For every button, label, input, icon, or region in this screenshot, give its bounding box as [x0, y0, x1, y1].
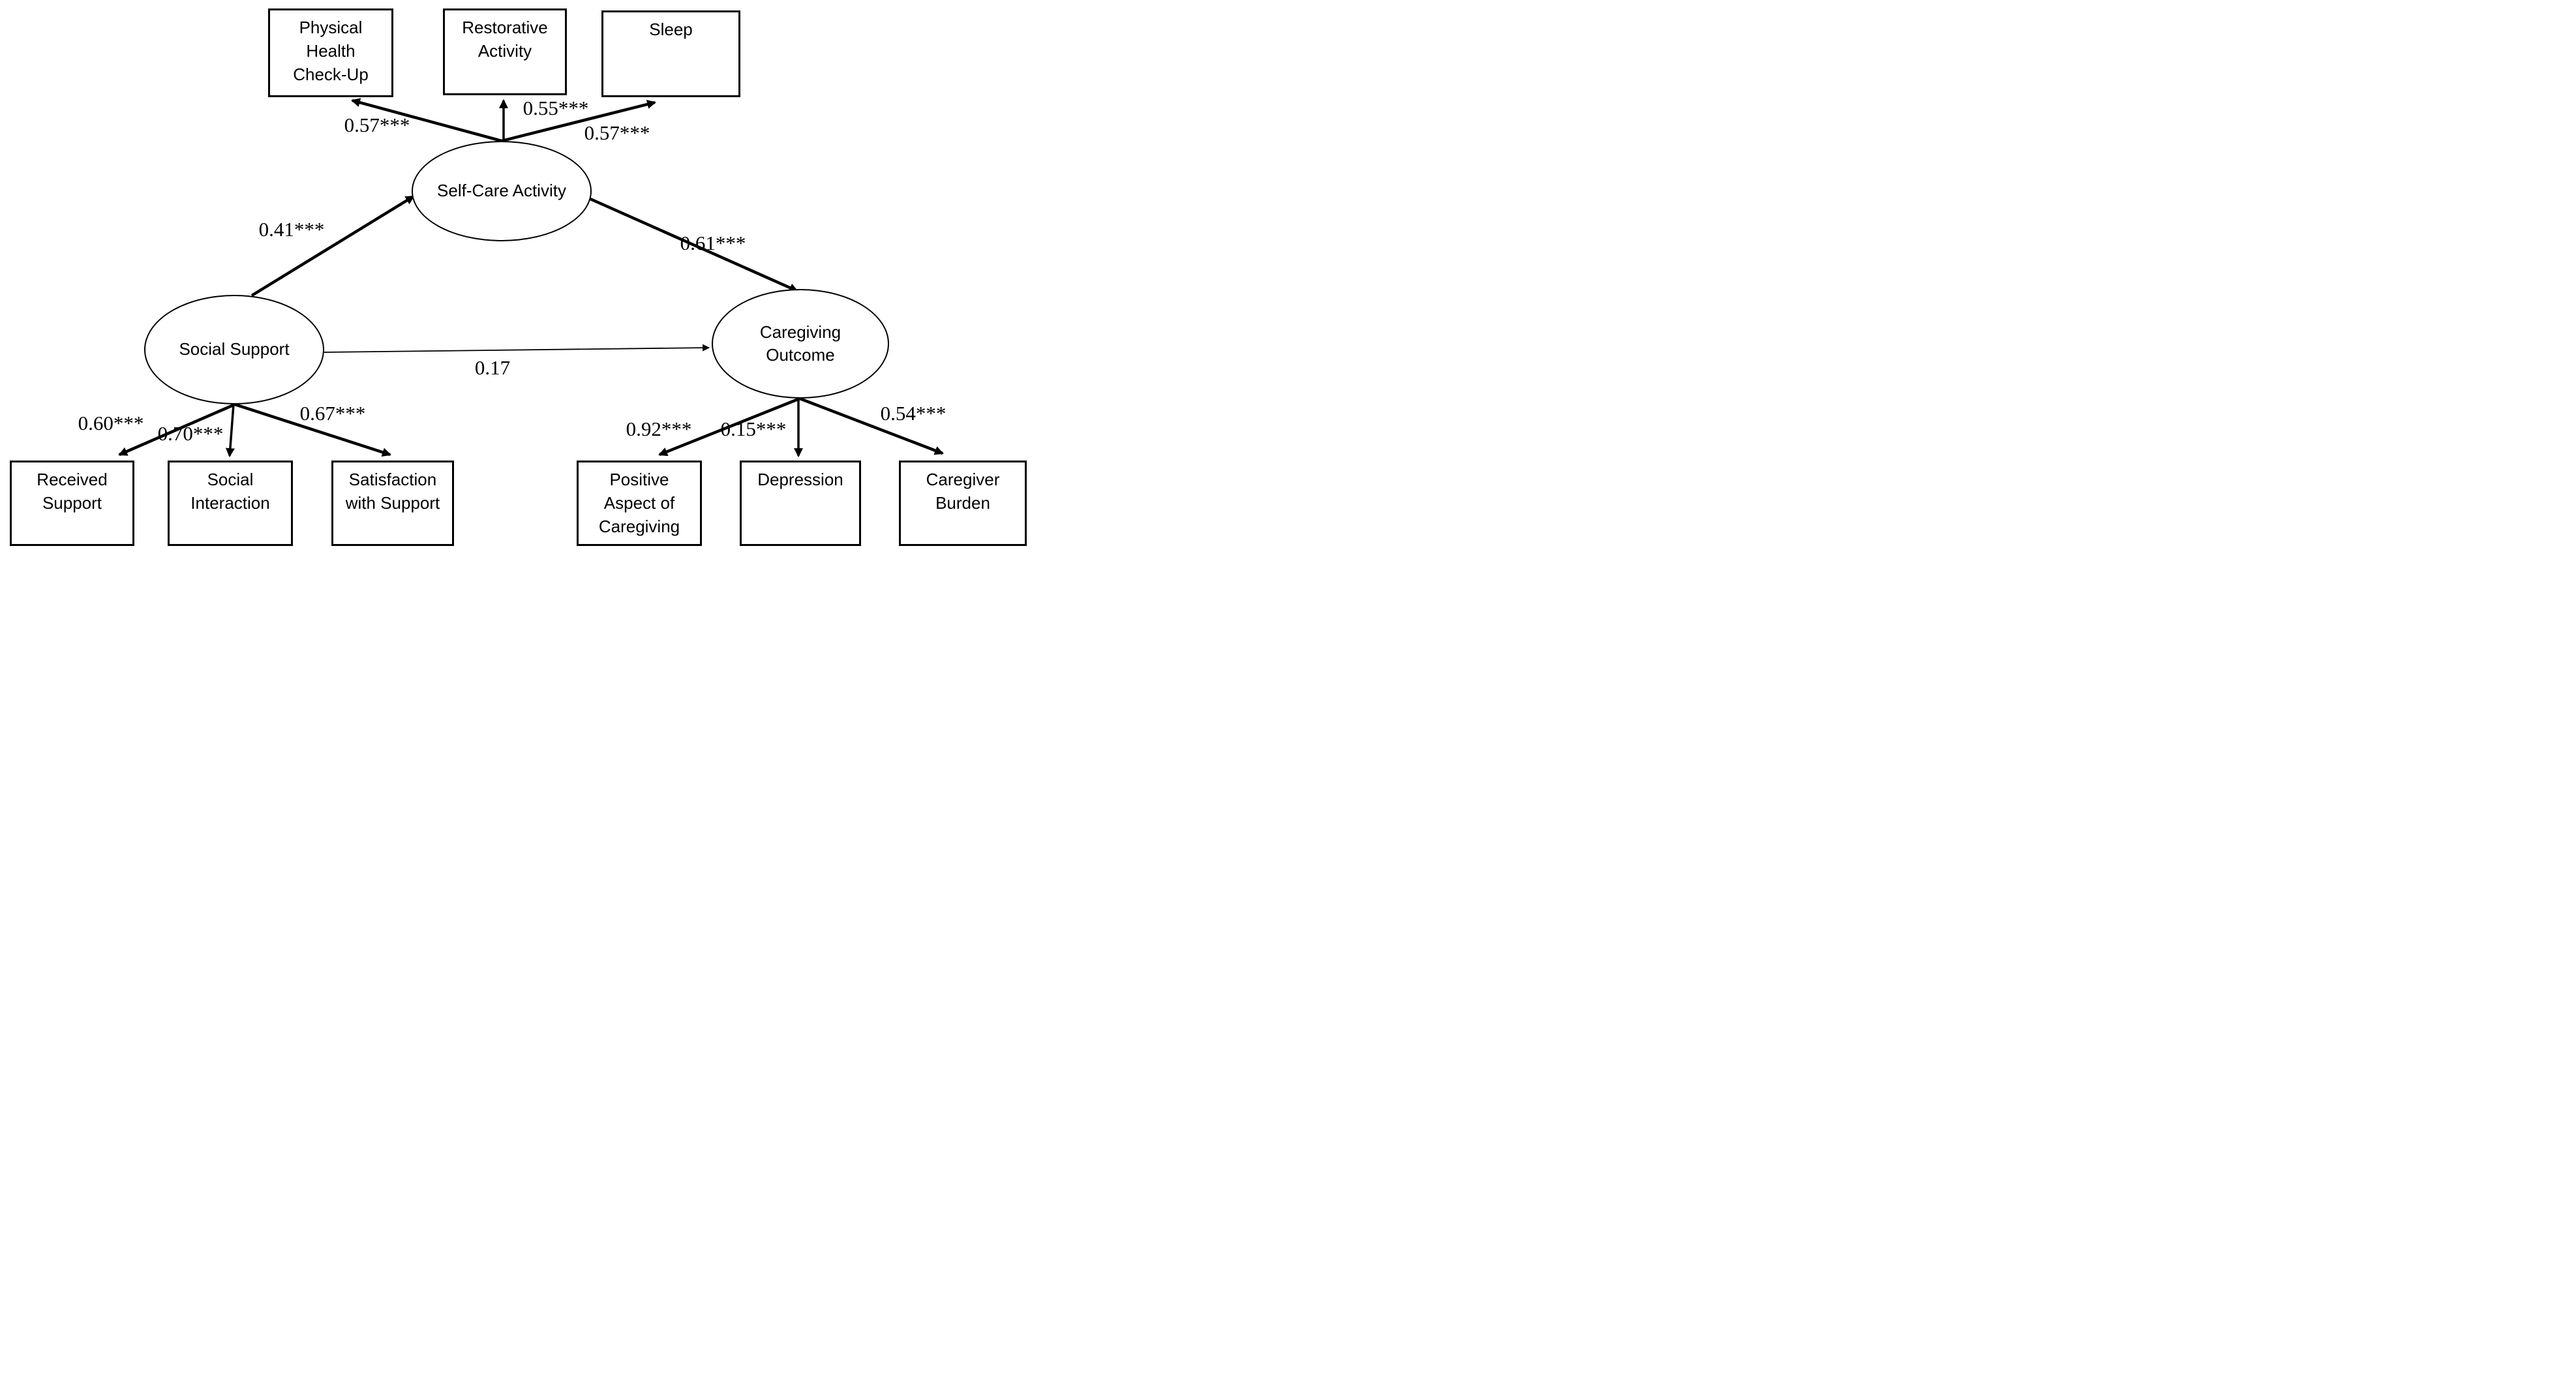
- latent-ellipse-self-care-activity: Self-Care Activity: [412, 141, 592, 241]
- path-arrow-caregiving-outcome-to-caregiver-burden: [799, 397, 944, 455]
- observed-box-caregiver-burden: Caregiver Burden: [899, 461, 1027, 546]
- observed-box-social-interaction: Social Interaction: [168, 461, 293, 546]
- observed-label: Restorative Activity: [462, 18, 548, 61]
- path-arrow-social-support-to-satisfaction-with-support: [234, 402, 391, 457]
- path-coefficient-label: 0.92***: [626, 417, 692, 440]
- observed-label: Physical Health Check-Up: [293, 18, 369, 84]
- observed-label: Positive Aspect of Caregiving: [598, 470, 680, 536]
- path-coefficient-label: 0.55***: [523, 97, 589, 119]
- observed-box-positive-aspect-of-caregiving: Positive Aspect of Caregiving: [577, 461, 702, 546]
- sem-path-diagram: Self-Care Activity Social Support Caregi…: [0, 0, 1031, 557]
- observed-label: Sleep: [649, 20, 693, 39]
- observed-label: Satisfaction with Support: [345, 470, 440, 513]
- latent-ellipse-social-support: Social Support: [144, 295, 324, 404]
- observed-label: Received Support: [37, 470, 108, 513]
- path-coefficient-label: 0.17: [474, 356, 511, 379]
- path-arrow-self-care-to-caregiving-outcome: [590, 197, 798, 293]
- observed-box-satisfaction-with-support: Satisfaction with Support: [331, 461, 454, 546]
- path-arrow-social-support-to-received-support: [118, 402, 235, 457]
- observed-box-sleep: Sleep: [601, 10, 740, 97]
- observed-box-restorative-activity: Restorative Activity: [443, 8, 567, 95]
- latent-label: Caregiving Outcome: [759, 322, 841, 365]
- path-coefficient-label: 0.15***: [720, 417, 787, 440]
- path-coefficient-label: 0.57***: [584, 121, 650, 144]
- path-coefficient-label: 0.61***: [680, 232, 746, 254]
- arrow-layer: [118, 98, 944, 458]
- path-arrow-social-support-to-social-interaction: [225, 404, 235, 458]
- observed-label: Caregiver Burden: [926, 470, 1000, 513]
- path-coefficient-label: 0.60***: [78, 412, 144, 434]
- observed-box-received-support: Received Support: [10, 461, 134, 546]
- observed-box-physical-health-check-up: Physical Health Check-Up: [268, 8, 393, 97]
- path-arrow-social-support-to-caregiving-outcome: [324, 344, 710, 353]
- path-coefficient-label: 0.41***: [258, 218, 325, 241]
- path-arrow-caregiving-outcome-to-positive-aspect: [658, 397, 800, 457]
- observed-label: Depression: [757, 470, 843, 489]
- path-coefficient-label: 0.70***: [157, 422, 224, 445]
- path-arrow-self-care-to-physical-health-check-up: [350, 98, 502, 143]
- path-coefficient-label: 0.57***: [344, 113, 410, 136]
- observed-label: Social Interaction: [190, 470, 270, 513]
- path-coefficient-label: 0.54***: [880, 402, 947, 425]
- latent-label: Self-Care Activity: [437, 181, 566, 201]
- path-arrow-self-care-to-sleep: [501, 100, 657, 143]
- path-coefficient-label: 0.67***: [299, 402, 366, 425]
- path-arrow-social-support-to-self-care: [250, 195, 415, 297]
- observed-box-depression: Depression: [740, 461, 861, 546]
- latent-label: Social Support: [179, 339, 290, 359]
- latent-ellipse-caregiving-outcome: Caregiving Outcome: [712, 289, 889, 399]
